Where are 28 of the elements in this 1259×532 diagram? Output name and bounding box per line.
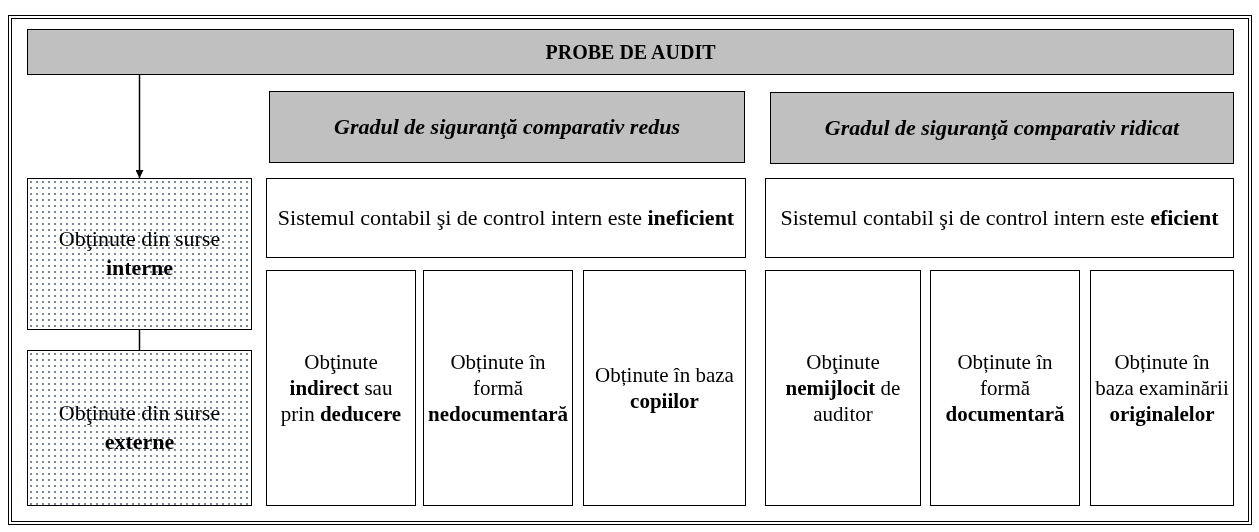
evidence-box <box>1090 270 1234 506</box>
condition-box <box>266 178 746 258</box>
evidence-box <box>423 270 573 506</box>
box-text: Gradul de siguranţă comparativ ridicat <box>824 113 1180 142</box>
evidence-box <box>765 270 921 506</box>
box-text: Obținute în formă nedocumentară <box>428 348 568 428</box>
arrow <box>135 74 144 179</box>
connector-line <box>138 329 141 351</box>
box-text: Obţinute indirect sau prin deducere <box>279 348 403 428</box>
box-text: PROBE DE AUDIT <box>545 40 716 65</box>
box-text: Obţinute din surse interne <box>57 225 222 282</box>
source-box <box>27 350 252 506</box>
source-box <box>27 178 252 330</box>
evidence-box <box>930 270 1080 506</box>
box-text: Obținute în formă documentară <box>944 348 1066 428</box>
evidence-box <box>583 270 746 506</box>
condition-box <box>765 178 1234 258</box>
box-text: Obținute în baza copiilor <box>594 361 735 415</box>
box-text: Sistemul contabil şi de control intern este ineficient <box>277 203 735 232</box>
box-text: Obţinute nemijlocit de auditor <box>784 348 902 428</box>
box-text: Obținute în baza examinării originalelor <box>1095 348 1229 428</box>
box-text: Sistemul contabil şi de control intern este eficient <box>780 203 1219 232</box>
evidence-box <box>266 270 416 506</box>
box-text: Gradul de siguranţă comparativ redus <box>334 112 680 141</box>
title-bar <box>27 29 1234 75</box>
header-box <box>770 92 1234 164</box>
header-box <box>269 91 745 163</box>
box-text: Obţinute din surse externe <box>57 399 222 456</box>
